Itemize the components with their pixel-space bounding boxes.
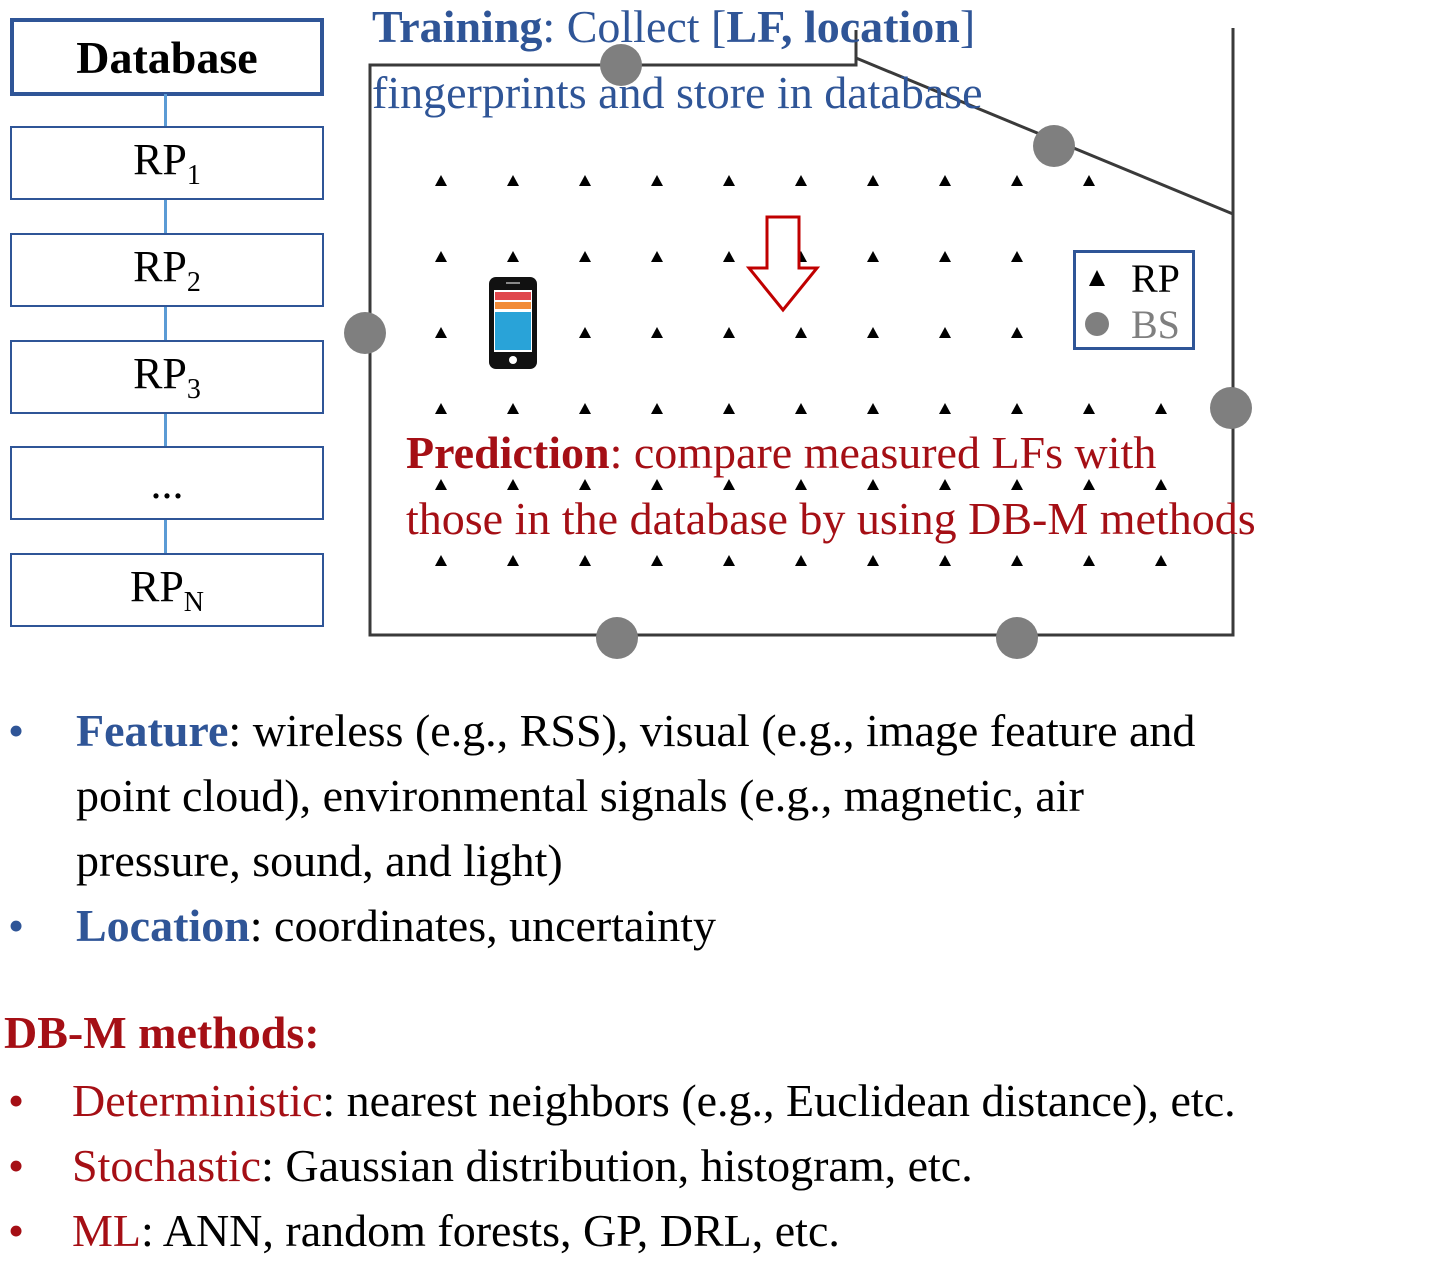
- rp-marker: [1155, 403, 1167, 414]
- bs-marker: [1210, 387, 1252, 429]
- rp-marker: [1011, 555, 1023, 566]
- training-text-line2: fingerprints and store in database: [372, 67, 983, 118]
- rp-marker: [795, 555, 807, 566]
- connector-line: [164, 414, 167, 446]
- rp-marker: [651, 175, 663, 186]
- rp-marker: [939, 327, 951, 338]
- database-header: Database: [10, 18, 324, 96]
- rp-marker: [507, 479, 519, 490]
- rp-marker: [867, 479, 879, 490]
- rp-marker: [867, 327, 879, 338]
- list-item: • Stochastic: Gaussian distribution, his…: [8, 1140, 973, 1191]
- rp-marker: [867, 175, 879, 186]
- rp-marker: [939, 479, 951, 490]
- methods-list: • Deterministic: nearest neighbors (e.g.…: [0, 1068, 1444, 1263]
- rp-marker: [1011, 479, 1023, 490]
- legend: RP BS: [1073, 250, 1195, 350]
- rp-marker: [579, 175, 591, 186]
- list-item: • Deterministic: nearest neighbors (e.g.…: [8, 1075, 1236, 1126]
- rp-marker: [1155, 555, 1167, 566]
- rp-marker: [939, 403, 951, 414]
- rp-marker: [1155, 479, 1167, 490]
- legend-rp: RP: [1076, 255, 1192, 301]
- rp-marker: [1011, 327, 1023, 338]
- rp-marker: [507, 555, 519, 566]
- connector-line: [164, 520, 167, 553]
- prediction-text: Prediction: compare measured LFs with: [406, 427, 1157, 478]
- connector-line: [164, 94, 167, 126]
- bs-marker: [996, 617, 1038, 659]
- rp-marker: [723, 175, 735, 186]
- rp-marker: [1083, 479, 1095, 490]
- rp-marker: [651, 403, 663, 414]
- rp-marker: [651, 555, 663, 566]
- list-item-continuation: pressure, sound, and light): [76, 835, 563, 886]
- rp-marker: [723, 327, 735, 338]
- rp-marker: [651, 251, 663, 262]
- list-item: • Location: coordinates, uncertainty: [8, 900, 717, 951]
- rp-marker: [1011, 403, 1023, 414]
- list-item: • Feature: wireless (e.g., RSS), visual …: [8, 705, 1196, 756]
- rp-marker: [939, 175, 951, 186]
- rp-marker: [795, 403, 807, 414]
- rp-marker: [435, 479, 447, 490]
- rp-marker: [579, 403, 591, 414]
- rp-marker: [723, 479, 735, 490]
- rp-box-3: RP3: [10, 340, 324, 414]
- bs-marker: [600, 44, 642, 86]
- rp-marker: [435, 175, 447, 186]
- rp-marker: [795, 327, 807, 338]
- bs-circle-icon: [1085, 312, 1109, 336]
- rp-marker: [939, 555, 951, 566]
- rp-marker: [435, 403, 447, 414]
- rp-marker: [435, 555, 447, 566]
- list-item: • ML: ANN, random forests, GP, DRL, etc.: [8, 1205, 840, 1256]
- list-item-continuation: point cloud), environmental signals (e.g…: [76, 770, 1084, 821]
- rp-marker: [1083, 175, 1095, 186]
- rp-triangle-icon: [1089, 270, 1105, 286]
- rp-marker: [579, 327, 591, 338]
- legend-bs: BS: [1076, 301, 1192, 347]
- rp-marker: [1083, 403, 1095, 414]
- rp-marker: [579, 555, 591, 566]
- rp-marker: [507, 251, 519, 262]
- rp-marker: [867, 251, 879, 262]
- connector-line: [164, 200, 167, 233]
- rp-marker: [1011, 251, 1023, 262]
- training-text: Training: Collect [LF, location]: [372, 1, 976, 52]
- rp-marker: [507, 403, 519, 414]
- rp-marker: [651, 327, 663, 338]
- rp-marker: [795, 175, 807, 186]
- prediction-text-line2: those in the database by using DB-M meth…: [406, 493, 1256, 544]
- rp-box-2: RP2: [10, 233, 324, 307]
- rp-marker: [723, 403, 735, 414]
- rp-marker: [867, 555, 879, 566]
- connector-line: [164, 307, 167, 340]
- methods-heading: DB-M methods:: [4, 1007, 320, 1058]
- feature-list: • Feature: wireless (e.g., RSS), visual …: [0, 698, 1444, 958]
- bs-marker: [344, 312, 386, 354]
- rp-marker: [723, 251, 735, 262]
- bs-marker: [1033, 125, 1075, 167]
- bs-marker: [596, 617, 638, 659]
- rp-marker: [1083, 555, 1095, 566]
- rp-marker: [435, 251, 447, 262]
- rp-marker: [651, 479, 663, 490]
- rp-marker: [435, 327, 447, 338]
- rp-box-ellipsis: ...: [10, 446, 324, 520]
- rp-marker: [507, 175, 519, 186]
- bs-group: [344, 44, 1252, 659]
- rp-marker: [939, 251, 951, 262]
- rp-marker: [579, 251, 591, 262]
- rp-box-1: RP1: [10, 126, 324, 200]
- rp-box-n: RPN: [10, 553, 324, 627]
- smartphone-icon: [489, 277, 537, 369]
- rp-marker: [795, 479, 807, 490]
- rp-marker: [1011, 175, 1023, 186]
- down-arrow-icon: [745, 215, 821, 313]
- rp-marker: [723, 555, 735, 566]
- rp-marker: [867, 403, 879, 414]
- rp-marker: [579, 479, 591, 490]
- floor-plan: [344, 28, 1252, 659]
